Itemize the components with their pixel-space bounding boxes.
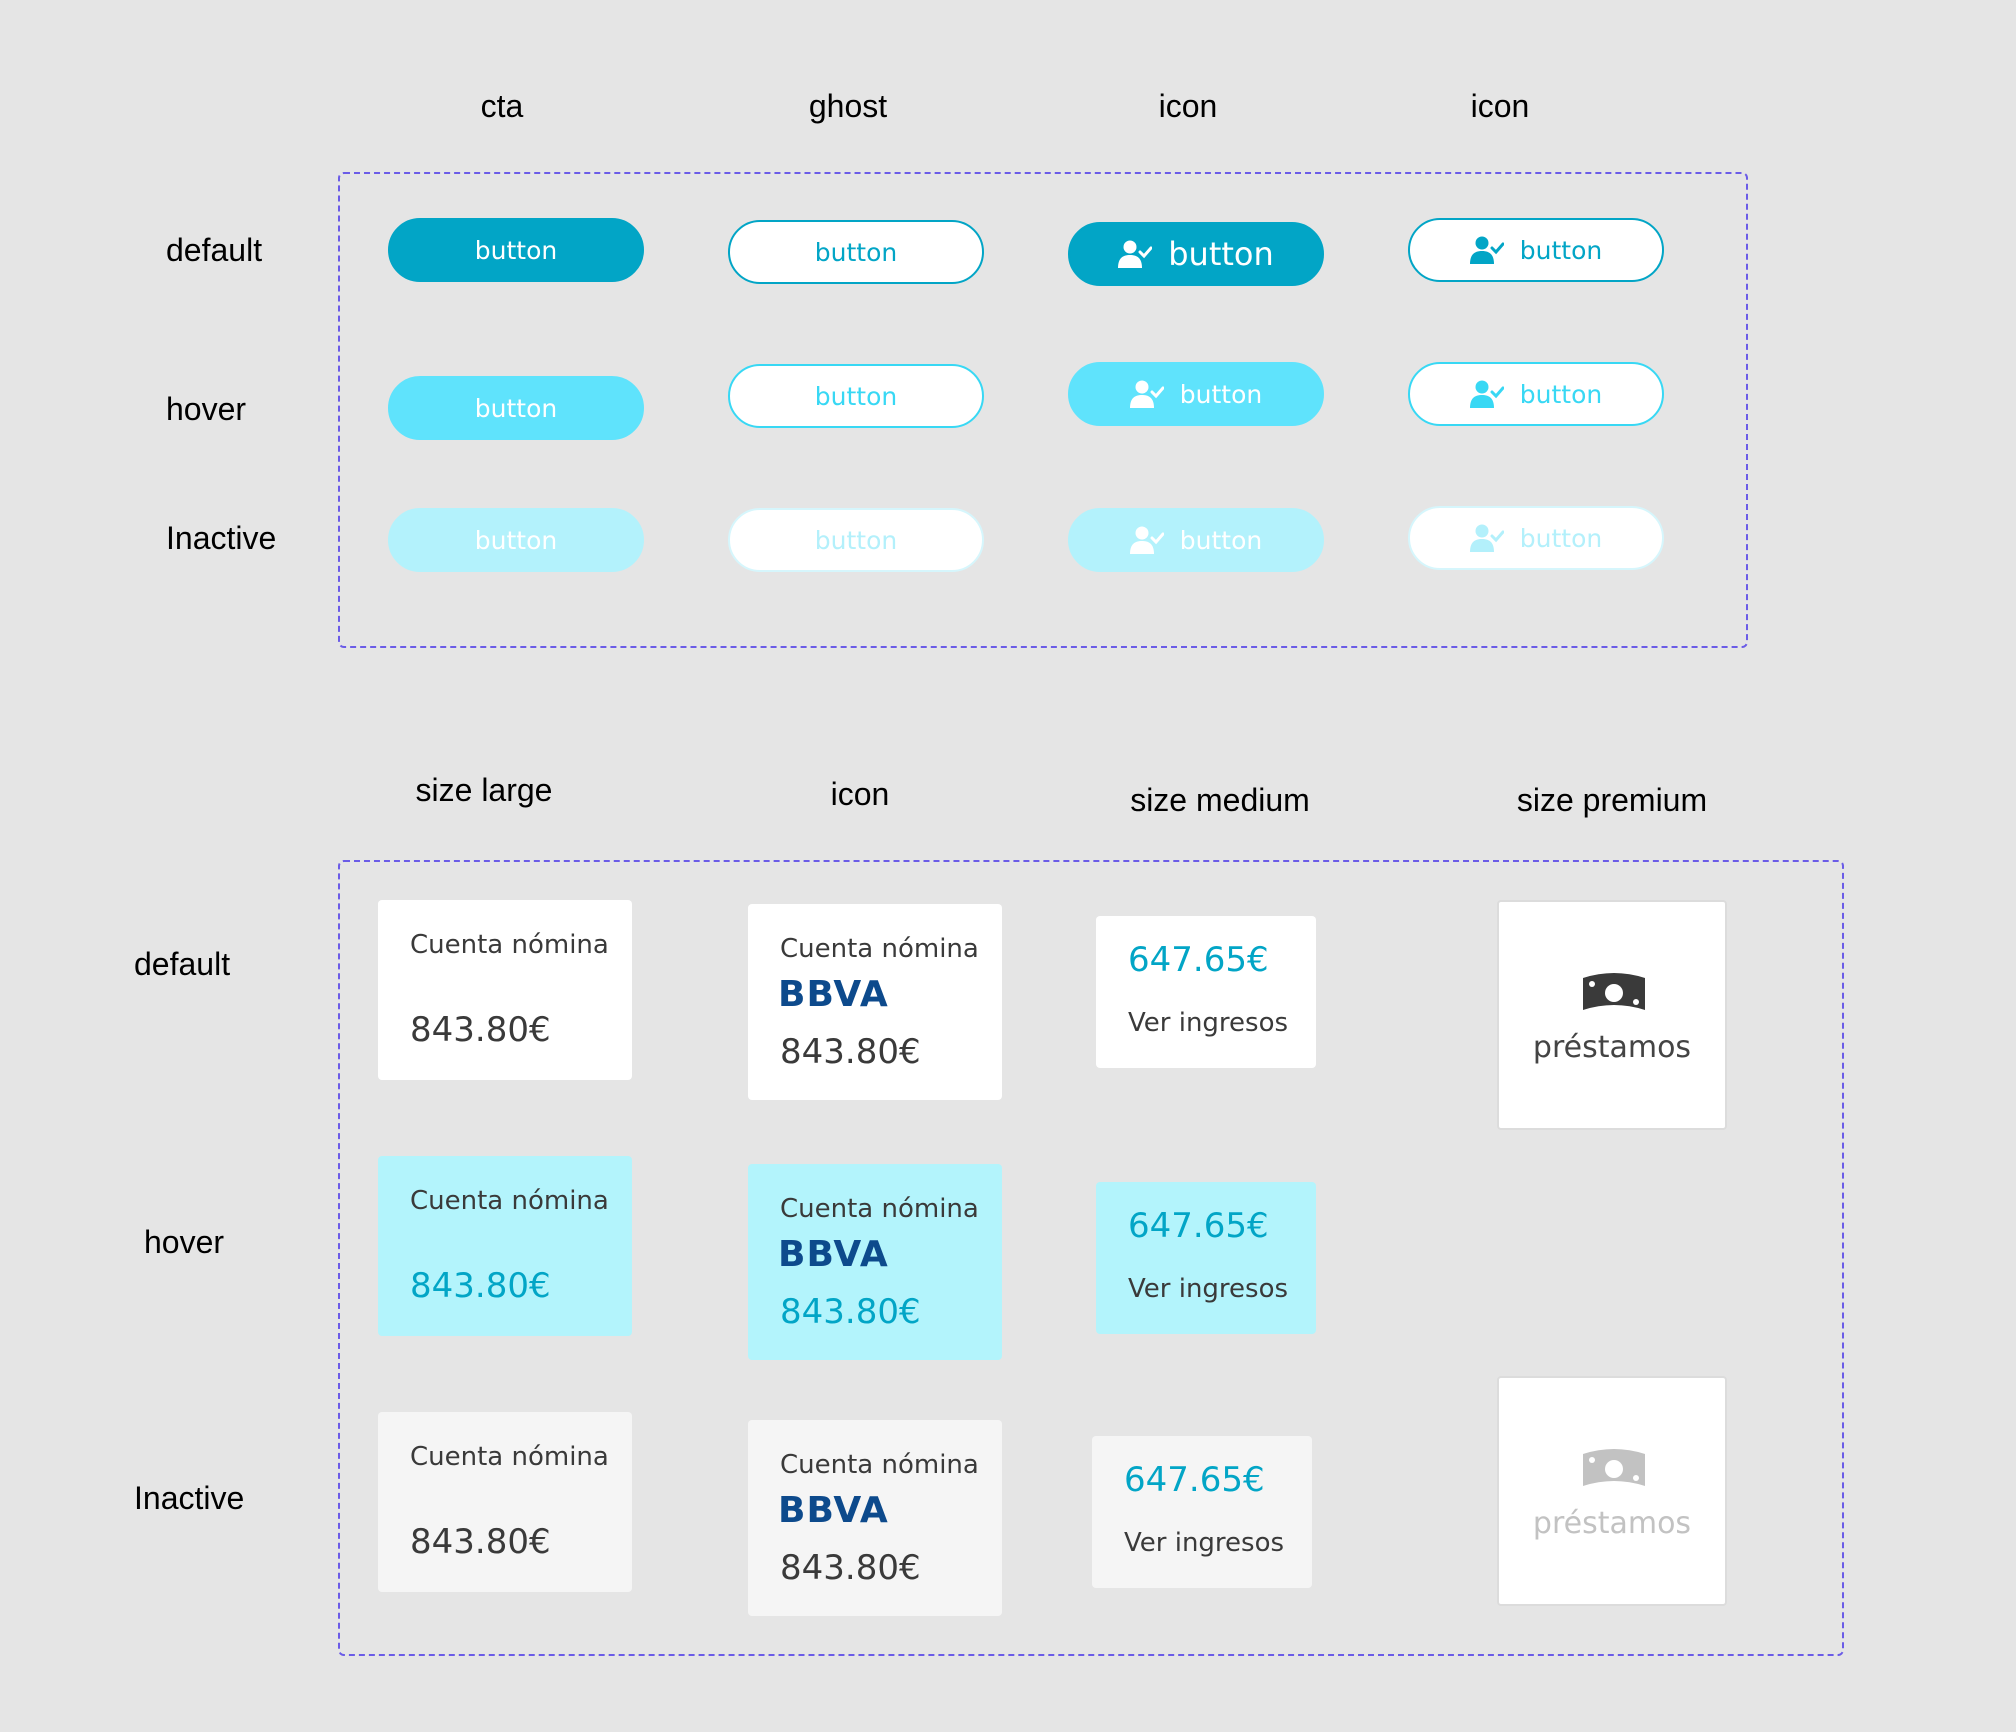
- button-label: button: [1168, 235, 1274, 273]
- button-label: button: [814, 237, 898, 267]
- card-amount: 843.80€: [410, 1010, 551, 1050]
- icon-outline-button-hover[interactable]: button: [1408, 362, 1664, 426]
- account-card-logo-hover[interactable]: Cuenta nómina BBVA 843.80€: [748, 1164, 1002, 1360]
- user-check-icon: [1129, 526, 1164, 554]
- loans-card-premium-default[interactable]: préstamos: [1497, 900, 1727, 1130]
- bbva-logo: BBVA: [778, 1490, 889, 1531]
- column-label-size-large: size large: [415, 772, 553, 808]
- card-title: Cuenta nómina: [780, 1450, 979, 1480]
- bbva-logo: BBVA: [778, 974, 889, 1015]
- card-title: Cuenta nómina: [410, 1442, 609, 1472]
- ghost-button-inactive[interactable]: button: [728, 508, 984, 572]
- account-card-large-default[interactable]: Cuenta nómina 843.80€: [378, 900, 632, 1080]
- button-label: button: [814, 381, 898, 411]
- loans-card-premium-inactive[interactable]: préstamos: [1497, 1376, 1727, 1606]
- row-label-hover: hover: [166, 391, 247, 427]
- card-title: Cuenta nómina: [410, 1186, 609, 1216]
- premium-label: préstamos: [1532, 1506, 1692, 1541]
- icon-button-inactive[interactable]: button: [1068, 508, 1324, 572]
- column-label-size-premium: size premium: [1516, 782, 1708, 818]
- user-check-icon: [1118, 240, 1153, 268]
- account-card-large-inactive[interactable]: Cuenta nómina 843.80€: [378, 1412, 632, 1592]
- column-label-icon: icon: [1158, 88, 1218, 124]
- row-label-hover: hover: [144, 1224, 225, 1260]
- user-check-icon: [1469, 524, 1504, 552]
- account-card-logo-default[interactable]: Cuenta nómina BBVA 843.80€: [748, 904, 1002, 1100]
- ghost-button-hover[interactable]: button: [728, 364, 984, 428]
- view-income-link[interactable]: Ver ingresos: [1128, 1274, 1289, 1304]
- medium-amount: 647.65€: [1124, 1460, 1265, 1500]
- card-title: Cuenta nómina: [410, 930, 609, 960]
- user-check-icon: [1129, 380, 1164, 408]
- column-label-icon: icon: [830, 776, 890, 812]
- view-income-link[interactable]: Ver ingresos: [1124, 1528, 1285, 1558]
- column-label-icon-outline: icon: [1470, 88, 1530, 124]
- card-amount: 843.80€: [780, 1032, 921, 1072]
- row-label-inactive: Inactive: [134, 1480, 245, 1516]
- card-title: Cuenta nómina: [780, 1194, 979, 1224]
- income-card-medium-default[interactable]: 647.65€ Ver ingresos: [1096, 916, 1316, 1068]
- bbva-logo: BBVA: [778, 1234, 889, 1275]
- money-bill-icon: [1583, 1449, 1645, 1486]
- column-label-ghost: ghost: [808, 88, 888, 124]
- cta-button-hover[interactable]: button: [388, 376, 644, 440]
- button-label: button: [474, 393, 558, 423]
- button-label: button: [1179, 525, 1263, 555]
- column-label-size-medium: size medium: [1130, 782, 1310, 818]
- money-bill-icon: [1583, 973, 1645, 1010]
- icon-button-hover[interactable]: button: [1068, 362, 1324, 426]
- buttons-frame: [338, 172, 1748, 648]
- premium-label: préstamos: [1532, 1030, 1692, 1065]
- card-amount: 843.80€: [410, 1522, 551, 1562]
- account-card-logo-inactive[interactable]: Cuenta nómina BBVA 843.80€: [748, 1420, 1002, 1616]
- account-card-large-hover[interactable]: Cuenta nómina 843.80€: [378, 1156, 632, 1336]
- ghost-button-default[interactable]: button: [728, 220, 984, 284]
- button-label: button: [1519, 379, 1603, 409]
- card-amount: 843.80€: [410, 1266, 551, 1306]
- cta-button-inactive[interactable]: button: [388, 508, 644, 572]
- button-label: button: [1179, 379, 1263, 409]
- card-amount: 843.80€: [780, 1548, 921, 1588]
- row-label-inactive: Inactive: [166, 520, 277, 556]
- button-label: button: [474, 525, 558, 555]
- row-label-default: default: [134, 946, 231, 982]
- icon-button-default[interactable]: button: [1068, 222, 1324, 286]
- medium-amount: 647.65€: [1128, 940, 1269, 980]
- button-label: button: [1519, 523, 1603, 553]
- view-income-link[interactable]: Ver ingresos: [1128, 1008, 1289, 1038]
- user-check-icon: [1469, 380, 1504, 408]
- row-label-default: default: [166, 232, 263, 268]
- button-label: button: [474, 235, 558, 265]
- user-check-icon: [1469, 236, 1504, 264]
- cta-button-default[interactable]: button: [388, 218, 644, 282]
- icon-outline-button-inactive[interactable]: button: [1408, 506, 1664, 570]
- button-label: button: [1519, 235, 1603, 265]
- income-card-medium-hover[interactable]: 647.65€ Ver ingresos: [1096, 1182, 1316, 1334]
- column-label-cta: cta: [480, 88, 524, 124]
- card-title: Cuenta nómina: [780, 934, 979, 964]
- income-card-medium-inactive[interactable]: 647.65€ Ver ingresos: [1092, 1436, 1312, 1588]
- medium-amount: 647.65€: [1128, 1206, 1269, 1246]
- button-label: button: [814, 525, 898, 555]
- cards-frame: [338, 860, 1844, 1656]
- icon-outline-button-default[interactable]: button: [1408, 218, 1664, 282]
- card-amount: 843.80€: [780, 1292, 921, 1332]
